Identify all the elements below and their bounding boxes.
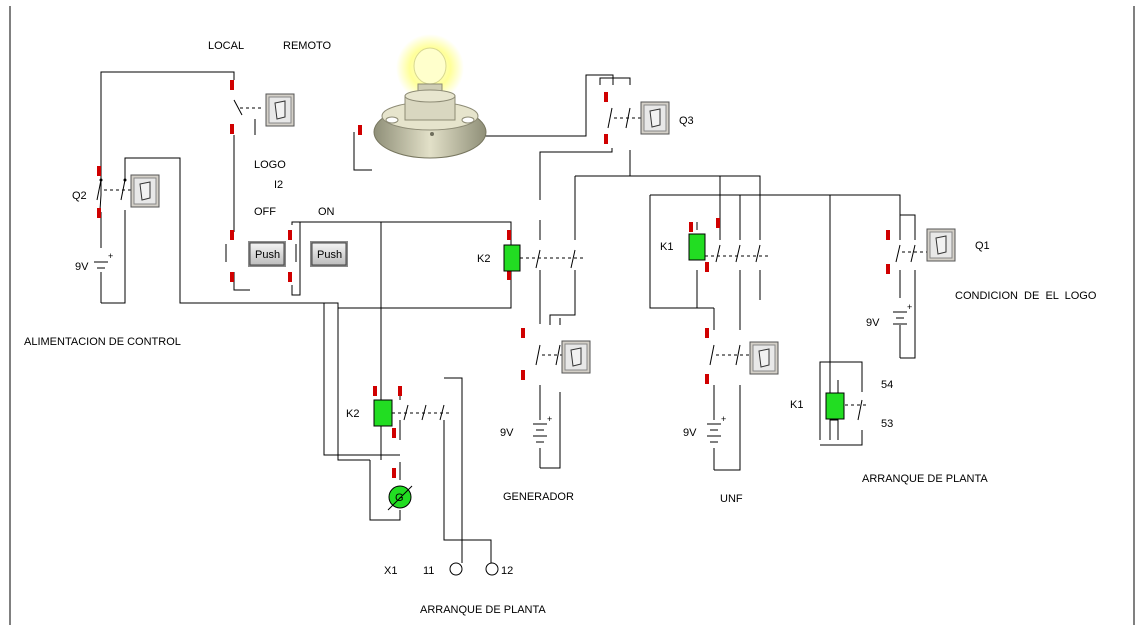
- q3-toggle-switch[interactable]: [640, 101, 670, 135]
- label-arranque-right: ARRANQUE DE PLANTA: [862, 473, 988, 485]
- svg-text:+: +: [108, 251, 113, 261]
- contacts: [96, 99, 930, 421]
- label-9v-condicion: 9V: [866, 317, 880, 329]
- battery-left: +: [94, 251, 113, 269]
- label-q2: Q2: [72, 190, 87, 202]
- wiring: [99, 71, 916, 563]
- battery-unf: +: [707, 414, 726, 443]
- label-9v-unf: 9V: [683, 427, 697, 439]
- svg-text:+: +: [547, 414, 552, 424]
- label-k2-bottom: K2: [346, 408, 359, 420]
- contact-markers: [97, 80, 890, 478]
- label-12: 12: [501, 565, 513, 577]
- battery-generator: +: [533, 414, 552, 443]
- label-generador: GENERADOR: [503, 491, 574, 503]
- label-condicion: CONDICION DE EL LOGO: [955, 290, 1097, 302]
- generador-toggle-switch[interactable]: [561, 340, 591, 374]
- label-k1-top: K1: [660, 241, 673, 253]
- label-q3: Q3: [679, 115, 694, 127]
- label-i2: I2: [274, 179, 283, 191]
- k2-bottom-coil: [373, 399, 393, 427]
- label-x1: X1: [384, 565, 397, 577]
- unf-toggle-switch[interactable]: [749, 341, 779, 375]
- generator-label: G: [395, 492, 404, 504]
- k1-bottom-coil: [825, 392, 845, 420]
- label-logo: LOGO: [254, 159, 286, 171]
- k1-top-coil: [688, 233, 706, 261]
- label-53: 53: [881, 418, 893, 430]
- label-local: LOCAL: [208, 40, 244, 52]
- label-11: 11: [423, 565, 434, 577]
- svg-text:+: +: [907, 302, 912, 312]
- push-on-label: Push: [317, 249, 342, 261]
- label-9v-left: 9V: [75, 261, 89, 273]
- label-alimentacion: ALIMENTACION DE CONTROL: [24, 336, 181, 348]
- label-on: ON: [318, 206, 335, 218]
- label-q1: Q1: [975, 240, 990, 252]
- label-k1-bottom: K1: [790, 399, 803, 411]
- local-remoto-toggle-switch[interactable]: [265, 93, 295, 127]
- k2-top-coil: [503, 244, 521, 272]
- push-off-label: Push: [255, 249, 280, 261]
- push-off-button[interactable]: Push: [248, 241, 286, 267]
- label-k2-top: K2: [477, 253, 490, 265]
- q1-toggle-switch[interactable]: [926, 228, 956, 262]
- label-unf: UNF: [720, 493, 743, 505]
- terminal-12-icon[interactable]: [485, 562, 499, 576]
- push-on-button[interactable]: Push: [310, 241, 348, 267]
- label-arranque-bottom: ARRANQUE DE PLANTA: [420, 604, 546, 616]
- label-9v-generador: 9V: [500, 427, 514, 439]
- label-54: 54: [881, 379, 893, 391]
- diagram-labels: LOCAL REMOTO LOGO I2 OFF ON Q2 Q3 Q1 K2 …: [24, 40, 1097, 616]
- svg-text:+: +: [721, 414, 726, 424]
- label-off: OFF: [254, 206, 276, 218]
- bulb-socket-icon: [373, 34, 487, 159]
- q2-toggle-switch[interactable]: [130, 174, 160, 208]
- battery-condicion: +: [893, 302, 912, 325]
- label-remoto: REMOTO: [283, 40, 332, 52]
- generator-icon: G: [387, 485, 413, 511]
- terminal-11-icon[interactable]: [449, 562, 463, 576]
